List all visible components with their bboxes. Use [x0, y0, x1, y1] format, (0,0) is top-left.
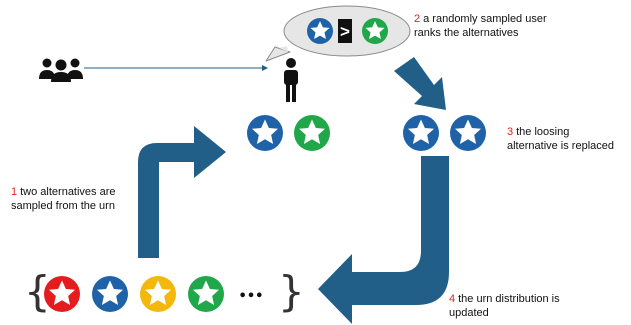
step-3-number: 3: [507, 126, 514, 138]
step-2-number: 2: [414, 13, 421, 25]
step-4-text-line2: updated: [449, 307, 489, 319]
step-4-number: 4: [449, 293, 456, 305]
step-1-number: 1: [11, 186, 18, 198]
urn-star-blue: [92, 276, 128, 312]
step-2-text-line1: a randomly sampled user: [423, 13, 547, 25]
ranked-star-blue-2: [450, 115, 486, 151]
comparison-box: [338, 19, 352, 43]
step-3-text-line2: alternative is replaced: [507, 140, 615, 152]
step-3-text-line1: the loosing: [516, 126, 570, 138]
step-1-text-line1: two alternatives are: [20, 186, 116, 198]
urn-star-green: [188, 276, 224, 312]
users-group-icon: [39, 58, 83, 82]
arrow-urn-to-pair: [138, 126, 226, 258]
pair-star-green: [294, 115, 330, 151]
pair-star-blue: [247, 115, 283, 151]
urn-ellipsis: •••: [239, 289, 264, 304]
bubble-star-blue: [307, 18, 333, 44]
ranked-star-blue-1: [403, 115, 439, 151]
arrow-bubble-to-ranked: [394, 57, 446, 110]
urn-star-yellow: [140, 276, 176, 312]
urn-brace-close: }: [278, 267, 305, 316]
comparison-symbol: >: [340, 22, 350, 41]
person-icon: [284, 58, 298, 102]
step-4-text-line1: the urn distribution is: [458, 293, 560, 305]
step-1-text-line2: sampled from the urn: [11, 200, 115, 212]
bubble-star-green: [362, 18, 388, 44]
urn-star-red: [44, 276, 80, 312]
user-sampling-arrowhead: [262, 65, 268, 71]
step-2-text-line2: ranks the alternatives: [414, 27, 519, 39]
arrow-ranked-to-urn: [318, 156, 449, 324]
